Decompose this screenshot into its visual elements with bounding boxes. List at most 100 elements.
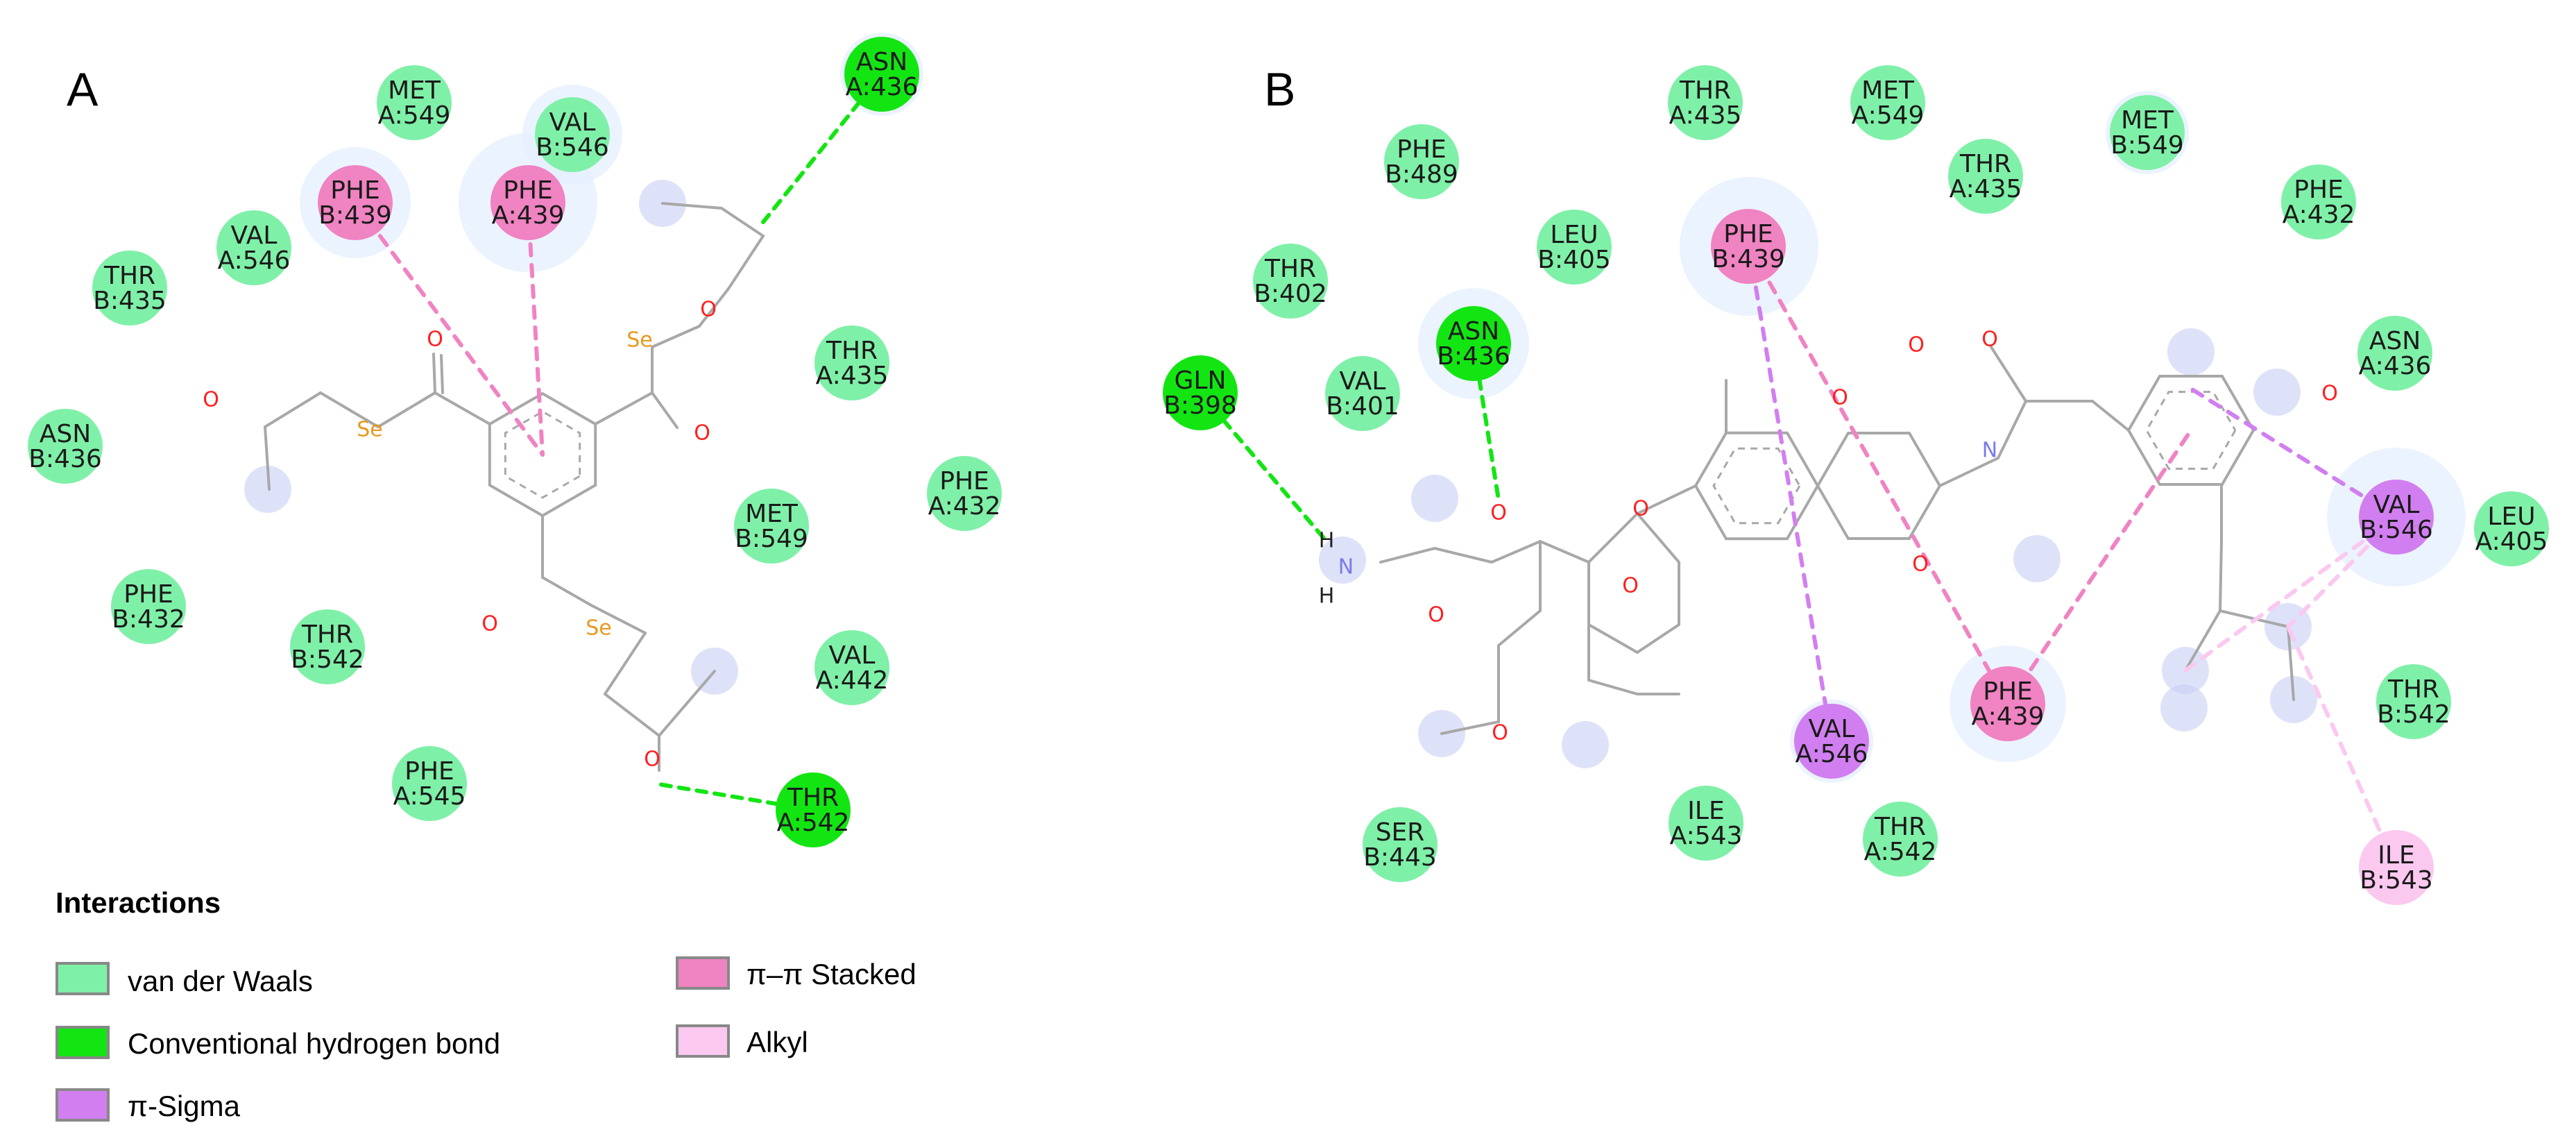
interaction-lines [353, 72, 2398, 870]
atom-glow [2013, 535, 2061, 582]
aromatic-ring [504, 410, 581, 499]
bond [1990, 346, 2027, 403]
bond [661, 202, 765, 328]
oxygen-atom: O [427, 328, 443, 352]
residue-name: PHE [1397, 135, 1447, 164]
pi-pi-stacked-line [353, 201, 545, 457]
residue-name: THR [1679, 76, 1731, 105]
residue-name: MET [1861, 76, 1915, 105]
residue-circle [1325, 356, 1400, 431]
residue-id: B:402 [1254, 280, 1327, 308]
residue-id: A:442 [816, 666, 889, 695]
residue-name: PHE [404, 757, 454, 786]
residue-circle [92, 251, 167, 326]
residue-name: ASN [1448, 317, 1499, 346]
aromatic-ring [1712, 447, 1801, 525]
residue-name: VAL [549, 108, 595, 137]
residue-circle [111, 569, 186, 644]
residue-id: B:549 [2110, 131, 2184, 160]
residue-circle [814, 630, 889, 705]
residue-name: THR [2387, 675, 2439, 704]
bond [1587, 623, 1680, 695]
hydrogen-atom: H [1319, 529, 1335, 553]
residue-circle [216, 210, 291, 285]
residue-id: B:436 [28, 445, 102, 473]
selenium-atom: Se [357, 418, 383, 442]
oxygen-atom: O [1622, 574, 1639, 598]
aromatic-ring [2145, 391, 2237, 470]
hydrogen-atom: H [1319, 584, 1335, 609]
residue-circle [1850, 65, 1925, 140]
bond [541, 514, 592, 607]
oxygen-atom: O [1632, 497, 1649, 521]
oxygen-atom: O [1428, 603, 1444, 627]
pi-pi-stacked-line [1747, 244, 2010, 706]
residue-name: THR [1264, 255, 1316, 283]
residue-id: A:432 [928, 492, 1001, 521]
pi-sigma-line [2189, 387, 2398, 519]
residue-name: PHE [2294, 176, 2344, 204]
residue-circle [2359, 830, 2434, 905]
legend: Interactions van der Waals Conventional … [56, 886, 916, 1122]
oxygen-atom: O [203, 388, 219, 412]
atom-glow [1562, 721, 1609, 768]
legend-swatch-alkyl [676, 1024, 730, 1058]
residue-id: B:489 [1385, 160, 1458, 189]
pi-pi-stacked-line [2006, 428, 2193, 706]
residue-id: A:542 [1864, 838, 1937, 866]
residue-name: ASN [40, 420, 91, 448]
bond [590, 604, 647, 634]
residue-name: PHE [1723, 220, 1773, 248]
residue-circle [1163, 355, 1238, 430]
oxygen-atom: O [1981, 328, 1998, 352]
alkyl-line [2183, 515, 2398, 673]
legend-label-hydrogen-bond: Conventional hydrogen bond [128, 1027, 500, 1060]
residue-id: B:432 [112, 605, 185, 634]
residue-name: VAL [2373, 491, 2419, 519]
atom-glow [2253, 369, 2301, 416]
residue-id: A:549 [378, 101, 451, 130]
bond [1938, 400, 2094, 487]
residue-circle [2376, 664, 2451, 739]
residue-name: VAL [1808, 715, 1854, 743]
residue-circle [290, 609, 365, 684]
legend-label-pi-sigma: π-Sigma [128, 1090, 241, 1122]
residue-id: B:543 [2360, 866, 2433, 895]
residue-name: LEU [2487, 502, 2535, 531]
residue-name: PHE [939, 467, 989, 496]
legend-swatch-hydrogen-bond [56, 1026, 110, 1059]
oxygen-atom: O [700, 298, 717, 322]
residue-name: MET [745, 500, 799, 528]
residue-circle [1436, 306, 1511, 381]
residue-name: ASN [2369, 327, 2421, 355]
atom-glow [1411, 475, 1458, 522]
residue-name: PHE [330, 176, 380, 205]
oxygen-atom: O [1490, 501, 1507, 525]
residue-id: B:401 [1326, 392, 1399, 421]
residue-name: SER [1376, 818, 1425, 847]
alkyl-line [2286, 625, 2398, 870]
hydrogen-bond-line [1198, 391, 1329, 543]
oxygen-atom: O [1912, 552, 1929, 577]
